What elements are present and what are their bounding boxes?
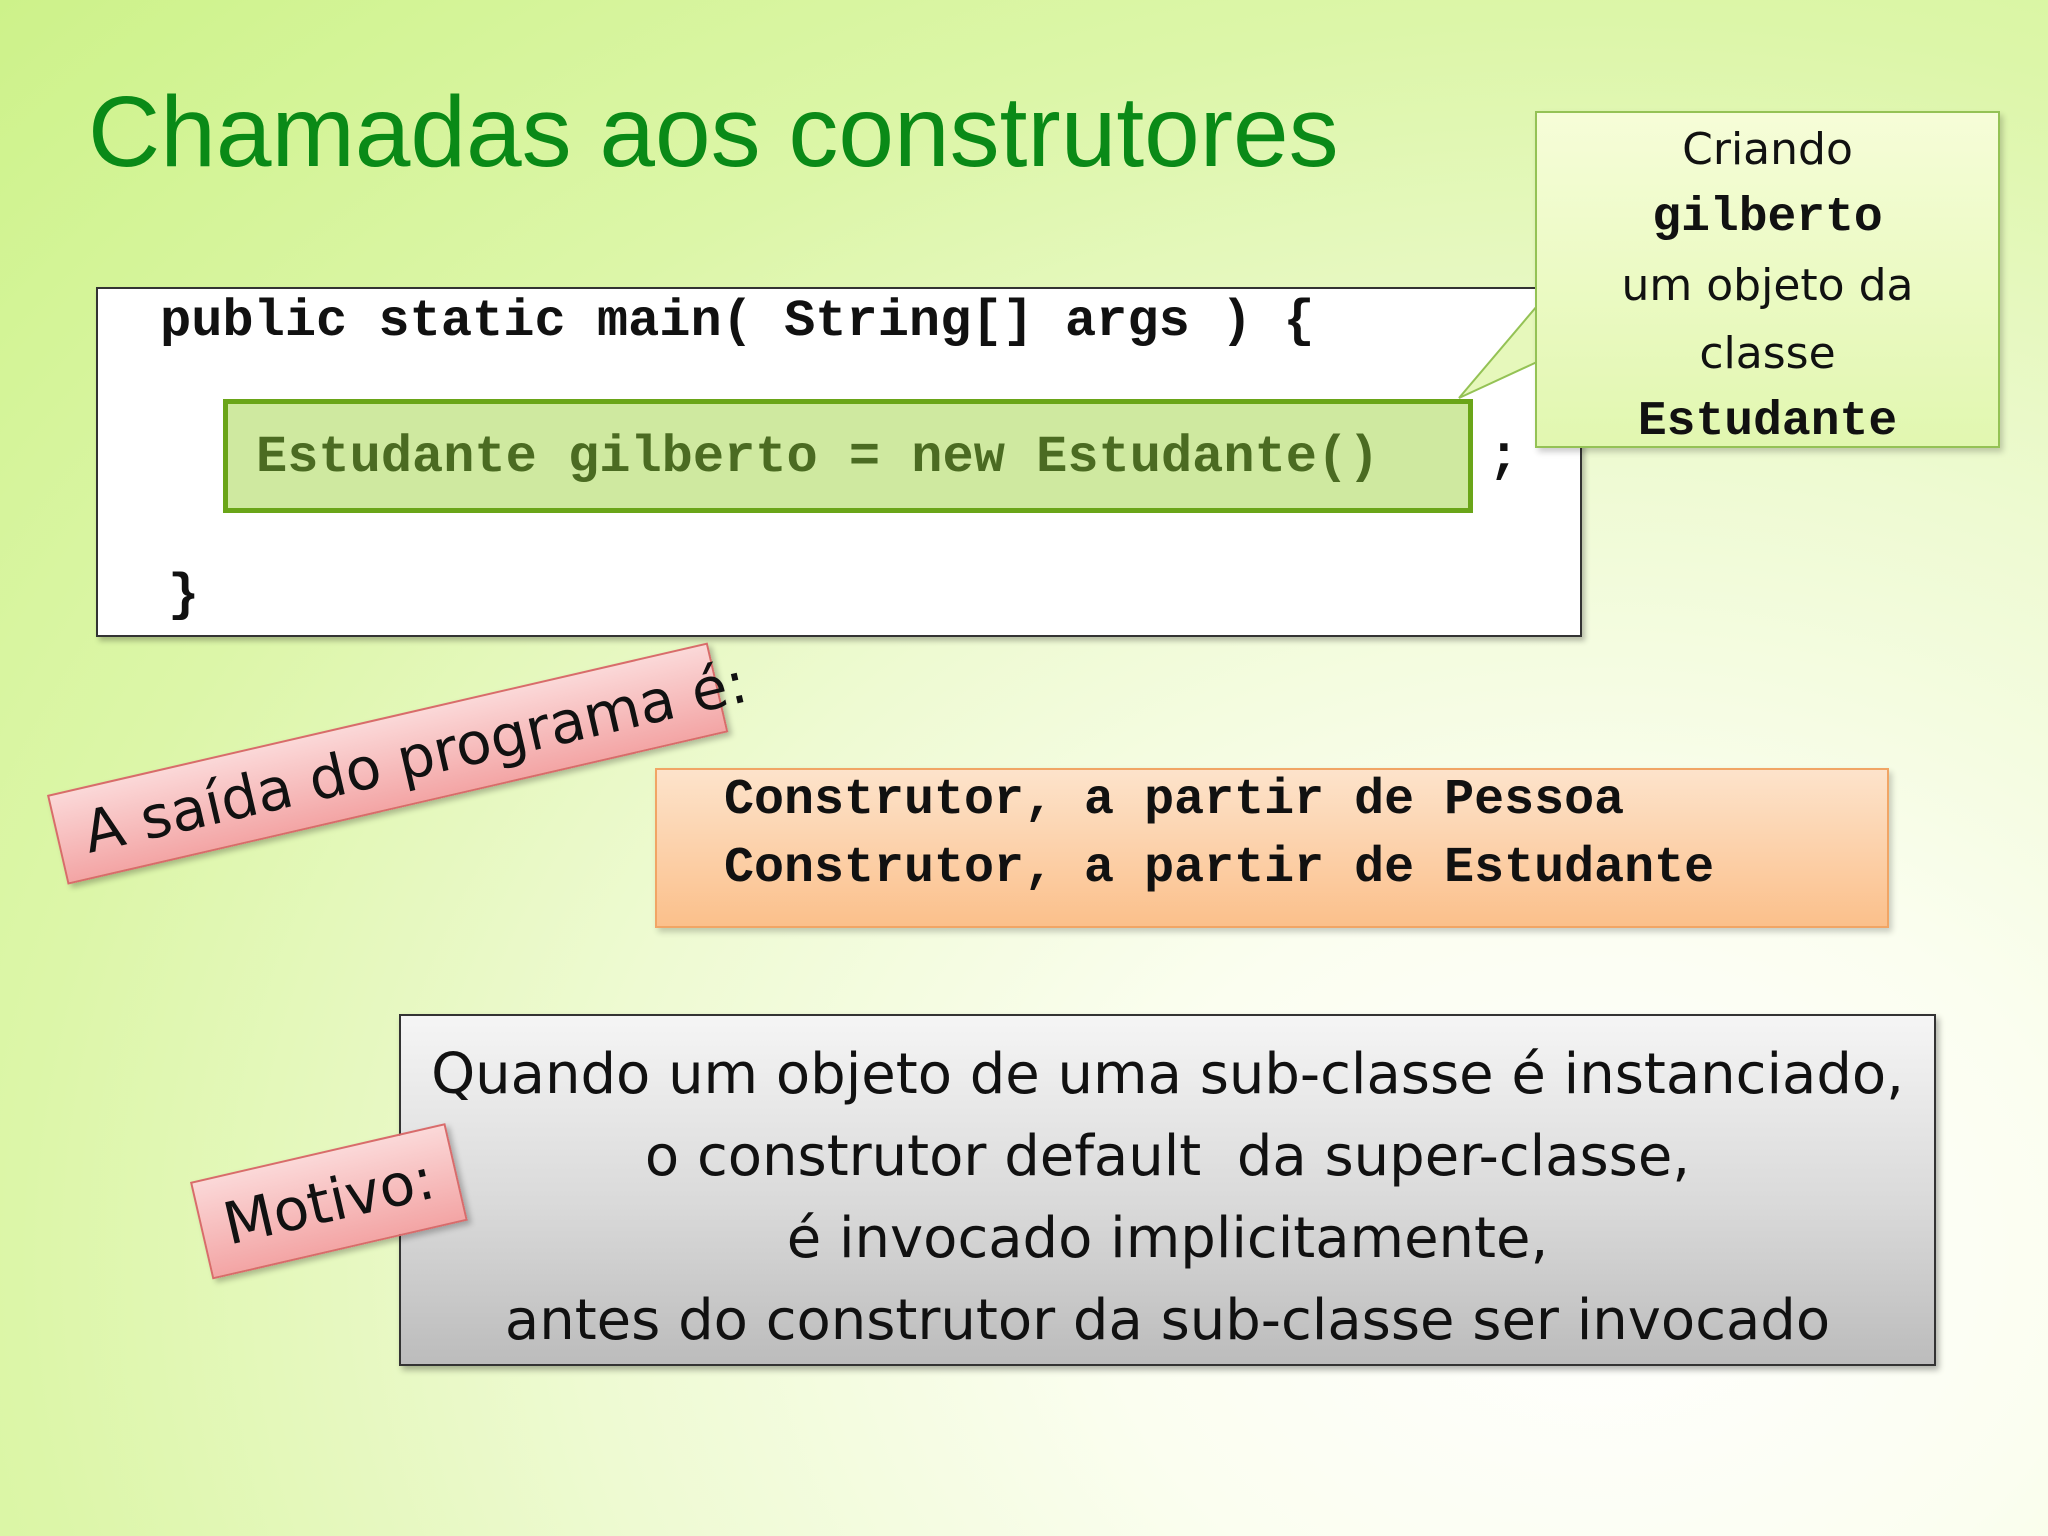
code-line-closing-brace: } <box>168 566 200 625</box>
code-line-object-creation: Estudante gilberto = new Estudante() <box>256 428 1380 487</box>
slide-title: Chamadas aos construtores <box>88 76 1339 188</box>
callout-class-name: Estudante <box>1637 395 1898 449</box>
output-label-text: A saída do programa é: <box>76 647 754 867</box>
code-semicolon: ; <box>1488 428 1520 487</box>
reason-line-1: Quando um objeto de uma sub-classe é ins… <box>431 1042 1904 1107</box>
output-label-tag: A saída do programa é: <box>47 642 753 885</box>
callout-object-name: gilberto <box>1652 191 1883 245</box>
callout-line-3: um objeto da <box>1621 260 1914 311</box>
reason-line-2: o construtor default da super-classe, <box>644 1124 1691 1189</box>
output-line-2: Construtor, a partir de Estudante <box>724 840 1715 897</box>
callout-line-1: Criando <box>1682 124 1853 175</box>
code-highlight-box <box>223 399 1473 513</box>
program-output-box <box>655 768 1889 928</box>
callout-box: Criando gilberto um objeto da classe Est… <box>1535 111 2000 449</box>
reason-line-3: é invocado implicitamente, <box>786 1206 1549 1271</box>
reason-line-4: antes do construtor da sub-classe ser in… <box>504 1288 1831 1353</box>
output-line-1: Construtor, a partir de Pessoa <box>724 772 1625 829</box>
callout-line-4: classe <box>1699 328 1836 379</box>
reason-box: Quando um objeto de uma sub-classe é ins… <box>399 1014 1936 1366</box>
code-line-main-signature: public static main( String[] args ) { <box>160 292 1315 351</box>
